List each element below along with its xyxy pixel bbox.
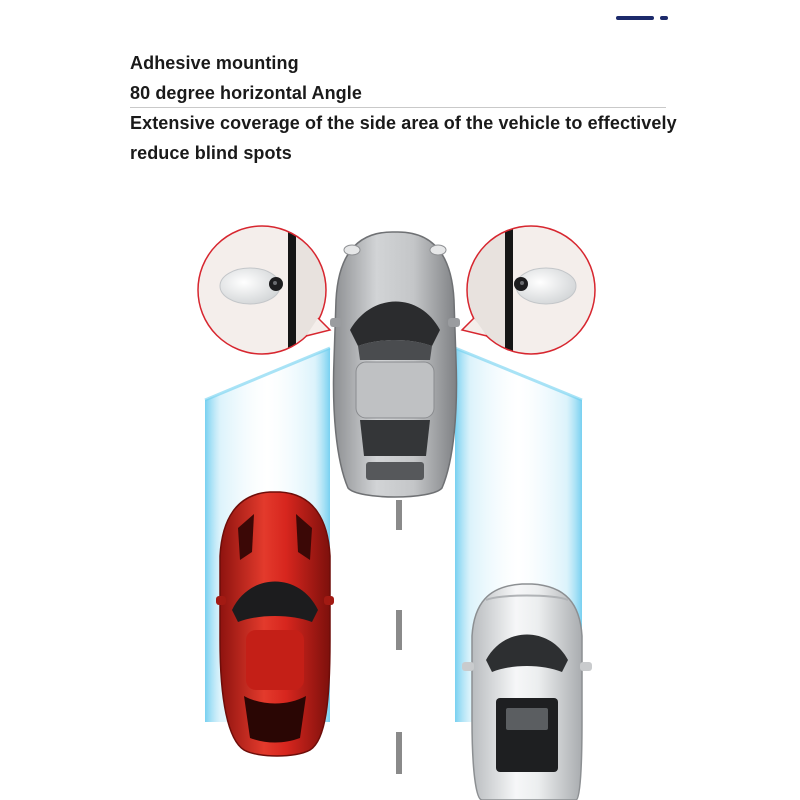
feature-line: Extensive coverage of the side area of t… xyxy=(130,113,677,133)
feature-list: Adhesive mounting 80 degree horizontal A… xyxy=(130,48,690,168)
top-decoration xyxy=(616,16,676,20)
camera-closeup-right xyxy=(460,225,596,355)
feature-line: 80 degree horizontal Angle xyxy=(130,83,362,103)
decor-bar xyxy=(616,16,654,20)
red-car xyxy=(216,491,334,757)
decor-bar xyxy=(660,16,668,20)
lane-markings xyxy=(396,500,402,774)
white-car xyxy=(462,583,592,800)
header-divider xyxy=(130,107,666,108)
silver-car xyxy=(330,231,460,498)
feature-line: reduce blind spots xyxy=(130,143,292,163)
camera-closeup-left xyxy=(197,225,332,355)
feature-line: Adhesive mounting xyxy=(130,53,299,73)
